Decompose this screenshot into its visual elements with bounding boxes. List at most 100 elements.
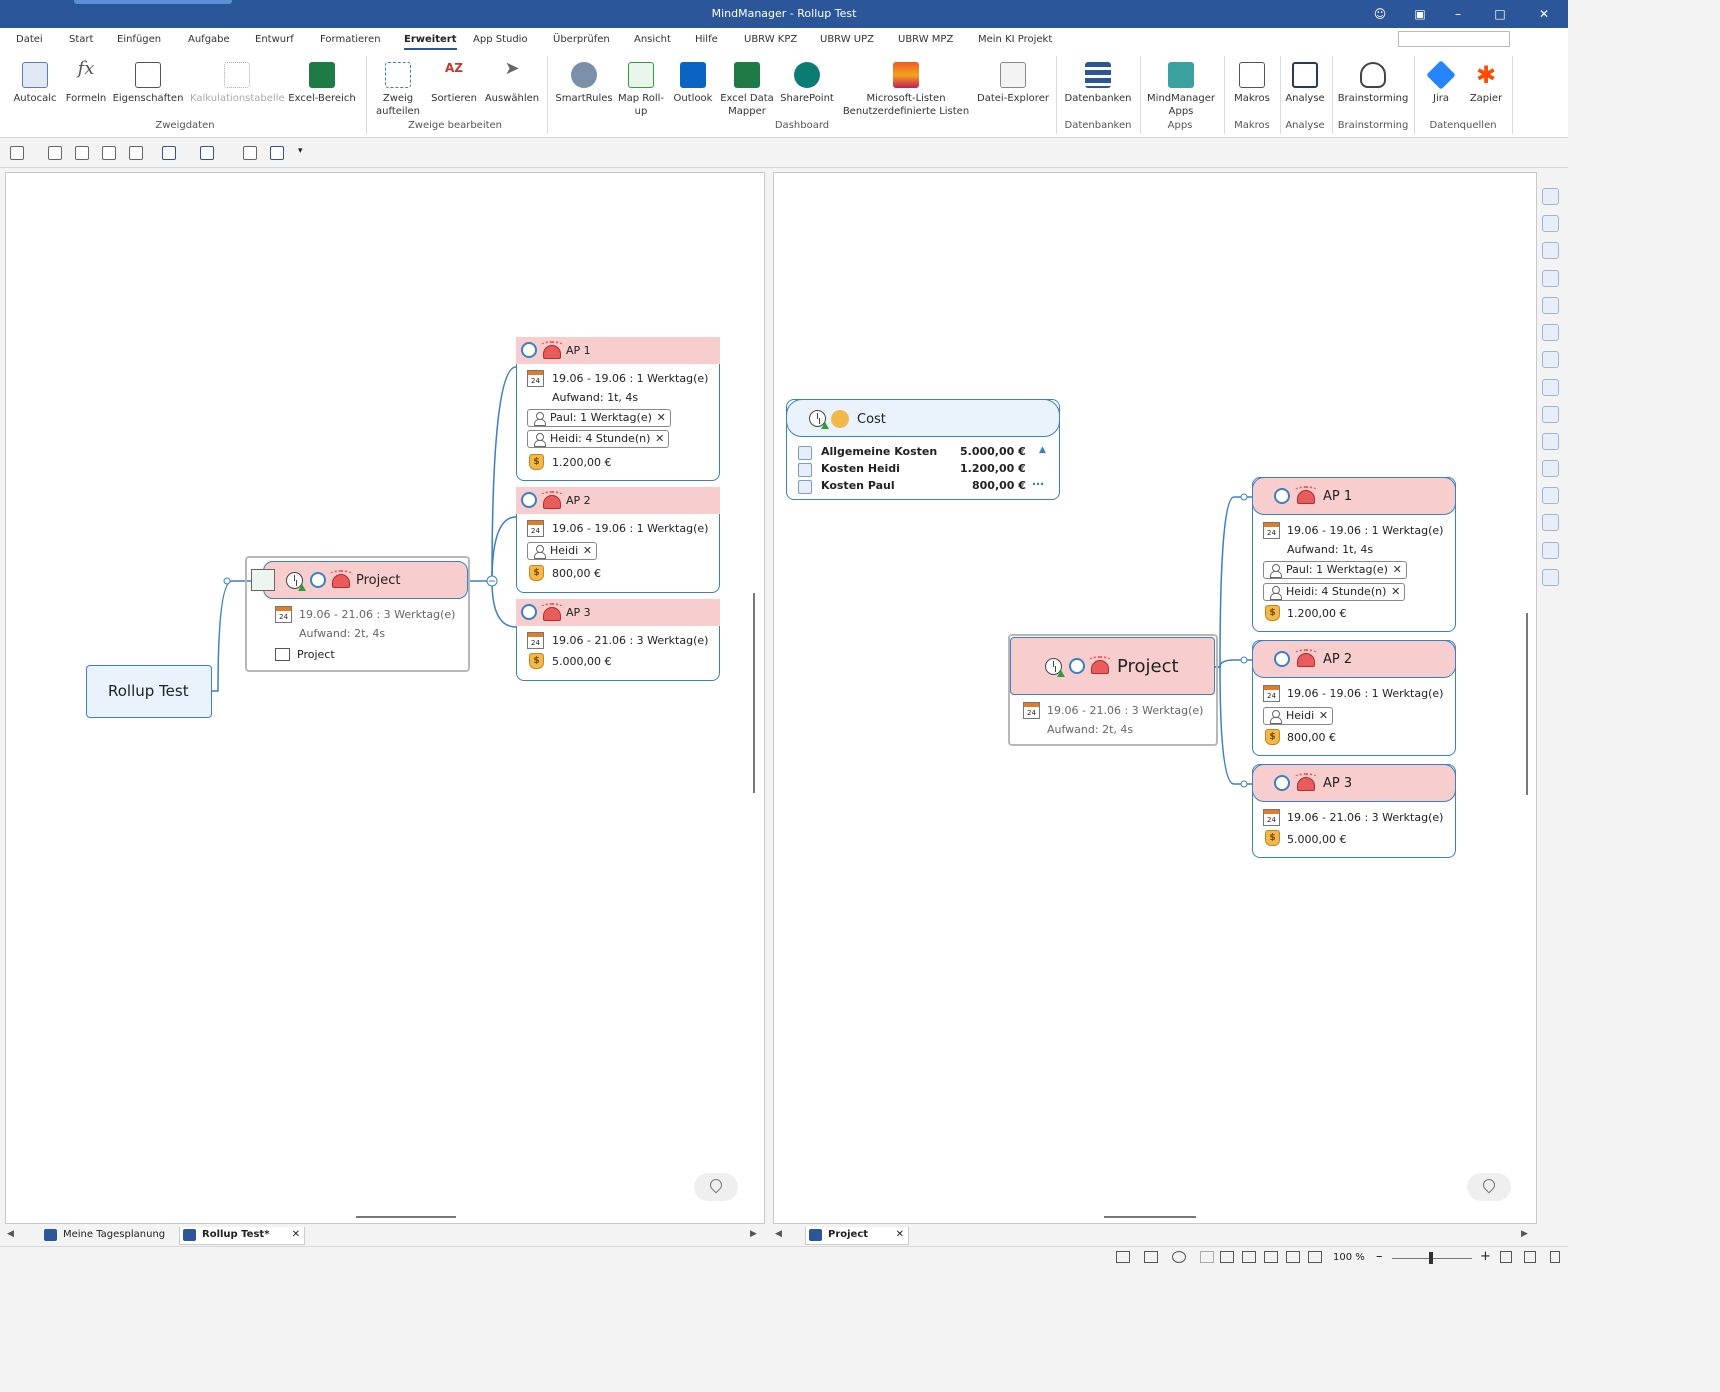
scroll-up-icon[interactable]: ▲ (1039, 445, 1046, 455)
link-view-icon[interactable] (1286, 1251, 1300, 1263)
excel-icon[interactable] (1542, 569, 1559, 586)
project-topic[interactable]: Project (263, 561, 468, 599)
tab-project[interactable]: Project✕ (805, 1227, 909, 1245)
task-pane-toggle-icon[interactable] (1524, 1251, 1536, 1263)
map-pane-right[interactable]: Cost Allgemeine Kosten 5.000,00 € Kosten… (773, 172, 1537, 1224)
tab-rollup-test[interactable]: Rollup Test*✕ (179, 1227, 305, 1245)
analyse-button[interactable]: Analyse (1282, 58, 1328, 105)
fit-map-icon[interactable] (1200, 1251, 1214, 1263)
vertical-scrollbar[interactable] (753, 593, 755, 793)
ap1-resource-paul[interactable]: Paul: 1 Werktag(e)✕ (527, 409, 671, 427)
ap1-resource-heidi[interactable]: Heidi: 4 Stunde(n)✕ (527, 430, 670, 448)
ap2-resource-heidi[interactable]: Heidi✕ (1263, 707, 1334, 725)
filter-icon[interactable] (1542, 215, 1559, 232)
ribbon-search-input[interactable] (1398, 31, 1510, 47)
quick-access-strip[interactable] (74, 0, 232, 4)
menu-entwurf[interactable]: Entwurf (255, 34, 294, 45)
root-topic[interactable]: Rollup Test (86, 665, 212, 718)
zoom-page-icon[interactable] (243, 146, 257, 160)
remove-icon[interactable]: ✕ (1391, 585, 1401, 598)
menu-ubrw-kpz[interactable]: UBRW KPZ (744, 34, 798, 45)
ribbon-display-icon[interactable]: ▣ (1414, 7, 1426, 21)
outlook-icon[interactable] (1542, 514, 1559, 531)
undo-icon[interactable] (162, 146, 176, 160)
menu-datei[interactable]: Datei (16, 34, 43, 45)
zoom-slider-thumb[interactable] (1429, 1252, 1433, 1264)
redo-icon[interactable] (200, 146, 214, 160)
excel-data-mapper-button[interactable]: Excel Data Mapper (720, 58, 774, 118)
autocalc-button[interactable]: Autocalc (12, 58, 58, 105)
globe-icon[interactable] (1542, 542, 1559, 559)
tab-scroll-right-icon[interactable]: ▶ (750, 1229, 757, 1239)
map-pane-left[interactable]: Rollup Test Project 24 19.06 - 21.06 : 3… (5, 172, 765, 1224)
zweig-aufteilen-button[interactable]: Zweig aufteilen (370, 58, 426, 118)
menu-app-studio[interactable]: App Studio (473, 34, 528, 45)
focus-icon[interactable] (1172, 1251, 1186, 1263)
map-parts-icon[interactable] (1542, 324, 1559, 341)
eigenschaften-button[interactable]: Eigenschaften (112, 58, 184, 105)
menu-erweitert[interactable]: Erweitert (404, 34, 457, 50)
filter-clear-icon[interactable] (1144, 1251, 1158, 1263)
outlook-button[interactable]: Outlook (668, 58, 718, 105)
filter-icon[interactable] (1116, 1251, 1130, 1263)
project-topic[interactable]: Project (1010, 637, 1215, 695)
task-info-icon[interactable] (1542, 270, 1559, 287)
menu-mein-ki-projekt[interactable]: Mein KI Projekt (978, 34, 1053, 45)
makros-button[interactable]: Makros (1228, 58, 1276, 105)
new-file-icon[interactable] (10, 146, 24, 160)
menu-start[interactable]: Start (69, 34, 94, 45)
jira-button[interactable]: Jira (1418, 58, 1464, 105)
save-as-icon[interactable] (102, 146, 116, 160)
location-pin-icon[interactable] (1467, 1173, 1511, 1201)
user-icon[interactable]: ☺ (1373, 7, 1387, 21)
remove-icon[interactable]: ✕ (1318, 709, 1329, 722)
images-icon[interactable] (1542, 351, 1559, 368)
outline-view-icon[interactable] (1264, 1251, 1278, 1263)
ap3-header[interactable]: AP 3 (516, 599, 720, 626)
tab-meine-tagesplanung[interactable]: Meine Tagesplanung (41, 1227, 165, 1245)
view-icon[interactable] (1220, 1251, 1234, 1263)
customize-chevron-icon[interactable]: ▾ (298, 146, 303, 156)
more-icon[interactable]: ⋯ (1032, 477, 1044, 491)
link-icon[interactable] (1542, 460, 1559, 477)
print-icon[interactable] (129, 146, 143, 160)
menu-ansicht[interactable]: Ansicht (634, 34, 671, 45)
zapier-button[interactable]: ✱Zapier (1464, 58, 1508, 105)
map-rollup-button[interactable]: Map Roll-up (616, 58, 666, 118)
library-icon[interactable] (1542, 188, 1559, 205)
menu-aufgabe[interactable]: Aufgabe (188, 34, 230, 45)
menu-einfuegen[interactable]: Einfügen (117, 34, 162, 45)
search-icon[interactable] (1542, 379, 1559, 396)
fit-page-icon[interactable] (1500, 1251, 1512, 1263)
menu-ueberpruefen[interactable]: Überprüfen (553, 34, 610, 45)
close-tab-icon[interactable]: ✕ (895, 1229, 904, 1240)
remove-icon[interactable]: ✕ (1392, 563, 1402, 576)
database-icon[interactable] (1542, 487, 1559, 504)
zoom-in-button[interactable]: + (1480, 1249, 1491, 1264)
ap2-header[interactable]: AP 2 (516, 487, 720, 514)
ap1-resource-heidi[interactable]: Heidi: 4 Stunde(n)✕ (1263, 583, 1406, 601)
menu-formatieren[interactable]: Formatieren (320, 34, 381, 45)
brainstorming-button[interactable]: Brainstorming (1334, 58, 1412, 105)
remove-icon[interactable]: ✕ (656, 411, 666, 424)
ap2-resource-heidi[interactable]: Heidi✕ (527, 542, 598, 560)
remove-icon[interactable]: ✕ (655, 432, 665, 445)
tab-scroll-left-icon[interactable]: ◀ (7, 1229, 14, 1239)
horizontal-scrollbar[interactable] (356, 1216, 456, 1218)
remove-icon[interactable]: ✕ (582, 544, 593, 557)
minimize-button[interactable]: – (1455, 7, 1461, 21)
microsoft-listen-button[interactable]: Microsoft-Listen Benutzerdefinierte List… (842, 58, 970, 118)
kalkulationstabelle-button[interactable]: Kalkulationstabelle (190, 58, 285, 105)
excel-bereich-button[interactable]: Excel-Bereich (288, 58, 356, 105)
filter-icon[interactable] (270, 146, 284, 160)
mindmanager-apps-button[interactable]: MindManager Apps (1144, 58, 1218, 118)
ap2-header[interactable]: AP 2 (1252, 640, 1456, 678)
menu-ubrw-upz[interactable]: UBRW UPZ (820, 34, 874, 45)
markers-icon[interactable] (1542, 242, 1559, 259)
cost-header[interactable]: Cost (786, 399, 1060, 437)
menu-ubrw-mpz[interactable]: UBRW MPZ (898, 34, 954, 45)
excel-link-icon[interactable] (251, 569, 275, 591)
horizontal-scrollbar[interactable] (1104, 1216, 1196, 1218)
save-icon[interactable] (75, 146, 89, 160)
